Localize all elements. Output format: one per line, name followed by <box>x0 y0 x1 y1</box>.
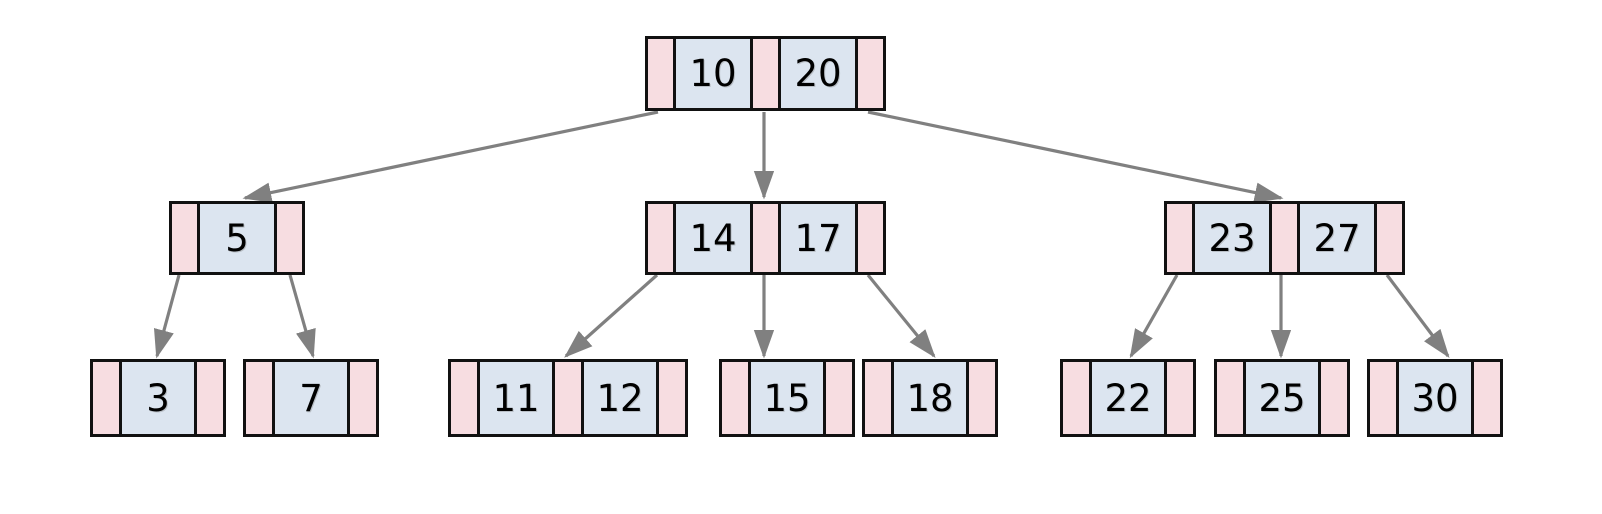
pointer-slot[interactable] <box>277 204 302 272</box>
key-cell[interactable]: 22 <box>1089 362 1167 434</box>
pointer-slot[interactable] <box>858 39 883 108</box>
key-cell[interactable]: 23 <box>1192 204 1272 272</box>
pointer-slot[interactable] <box>1474 362 1500 434</box>
edge-n-middle-to-leaf-18 <box>866 273 936 358</box>
key-cell[interactable]: 11 <box>477 362 555 434</box>
key-cell[interactable]: 7 <box>272 362 350 434</box>
pointer-slot[interactable] <box>93 362 119 434</box>
edge-n-left-to-leaf-3 <box>153 274 181 359</box>
key-cell[interactable]: 12 <box>581 362 659 434</box>
edge-n-middle-to-leaf-11-12 <box>564 273 659 358</box>
key-cell[interactable]: 10 <box>673 39 753 108</box>
btree-leaf-7[interactable]: 7 <box>243 359 379 437</box>
key-cell[interactable]: 14 <box>673 204 753 272</box>
btree-leaf-3[interactable]: 3 <box>90 359 226 437</box>
pointer-slot[interactable] <box>1167 362 1193 434</box>
btree-leaf-30[interactable]: 30 <box>1367 359 1503 437</box>
key-cell[interactable]: 30 <box>1396 362 1474 434</box>
edge-root-to-n-right <box>867 110 1284 203</box>
key-cell[interactable]: 25 <box>1243 362 1321 434</box>
btree-node-n-left[interactable]: 5 <box>169 201 305 275</box>
key-cell[interactable]: 17 <box>778 204 858 272</box>
pointer-slot[interactable] <box>648 39 673 108</box>
key-cell[interactable]: 15 <box>748 362 826 434</box>
pointer-slot[interactable] <box>659 362 685 434</box>
pointer-slot[interactable] <box>197 362 223 434</box>
pointer-slot[interactable] <box>451 362 477 434</box>
pointer-slot[interactable] <box>1377 204 1402 272</box>
pointer-slot[interactable] <box>1063 362 1089 434</box>
pointer-slot[interactable] <box>648 204 673 272</box>
pointer-slot[interactable] <box>969 362 995 434</box>
pointer-slot[interactable] <box>858 204 883 272</box>
btree-leaf-18[interactable]: 18 <box>862 359 998 437</box>
btree-leaf-22[interactable]: 22 <box>1060 359 1196 437</box>
pointer-slot[interactable] <box>246 362 272 434</box>
pointer-slot[interactable] <box>350 362 376 434</box>
key-cell[interactable]: 18 <box>891 362 969 434</box>
btree-node-n-right[interactable]: 23 27 <box>1164 201 1405 275</box>
btree-leaf-11-12[interactable]: 11 12 <box>448 359 688 437</box>
pointer-slot[interactable] <box>1370 362 1396 434</box>
btree-leaf-15[interactable]: 15 <box>719 359 855 437</box>
key-cell[interactable]: 27 <box>1297 204 1377 272</box>
key-cell[interactable]: 20 <box>778 39 858 108</box>
pointer-slot[interactable] <box>865 362 891 434</box>
pointer-slot[interactable] <box>753 204 778 272</box>
btree-node-n-middle[interactable]: 14 17 <box>645 201 886 275</box>
pointer-slot[interactable] <box>1167 204 1192 272</box>
btree-node-root[interactable]: 10 20 <box>645 36 886 111</box>
edge-n-right-to-leaf-22 <box>1129 274 1179 359</box>
pointer-slot[interactable] <box>172 204 197 272</box>
edge-n-right-to-leaf-30 <box>1385 274 1450 359</box>
edge-root-to-n-left <box>242 110 659 203</box>
pointer-slot[interactable] <box>555 362 581 434</box>
key-cell[interactable]: 3 <box>119 362 197 434</box>
pointer-slot[interactable] <box>826 362 852 434</box>
btree-leaf-25[interactable]: 25 <box>1214 359 1350 437</box>
edge-n-left-to-leaf-7 <box>288 274 316 359</box>
pointer-slot[interactable] <box>1321 362 1347 434</box>
pointer-slot[interactable] <box>1272 204 1297 272</box>
pointer-slot[interactable] <box>1217 362 1243 434</box>
pointer-slot[interactable] <box>753 39 778 108</box>
key-cell[interactable]: 5 <box>197 204 277 272</box>
pointer-slot[interactable] <box>722 362 748 434</box>
